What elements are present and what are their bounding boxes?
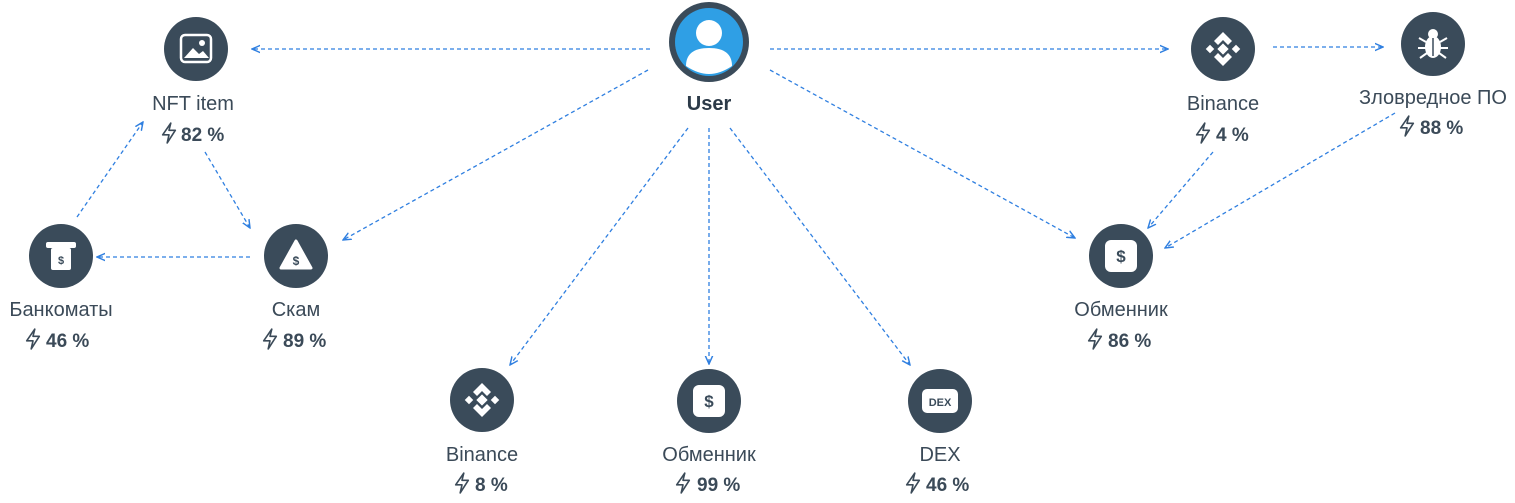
node-score: 82 % [181,125,224,146]
edge-nft-scam [204,151,250,228]
edge-user-exchanger-right [769,69,1075,238]
node-exchanger-bottom[interactable]: $ Обменник 99 % [662,369,756,496]
node-score: 4 % [1216,125,1249,146]
bolt-icon [1195,122,1211,144]
node-atm[interactable]: $ Банкоматы 46 % [9,224,113,352]
node-exchanger-right[interactable]: $ Обменник 86 % [1074,224,1168,352]
node-dex[interactable]: DEX DEX 46 % [905,369,972,496]
node-score: 86 % [1108,331,1151,352]
node-user[interactable]: User [669,2,749,115]
bolt-icon [454,472,470,494]
node-score: 88 % [1420,118,1463,139]
svg-text:DEX: DEX [929,397,952,409]
bolt-icon [905,472,921,494]
node-label: Обменник [1074,299,1168,321]
edge-atm-nft [76,122,143,218]
svg-text:$: $ [1116,247,1126,266]
bolt-icon [1399,115,1415,137]
node-score: 8 % [475,475,508,496]
node-label: DEX [919,444,960,466]
node-label: Binance [446,444,518,466]
node-label: Скам [272,299,321,321]
edges [76,47,1396,365]
node-label: Обменник [662,444,756,466]
svg-text:$: $ [58,255,64,267]
node-malware[interactable]: Зловредное ПО 88 % [1359,12,1507,139]
svg-text:$: $ [704,392,714,411]
node-label: Зловредное ПО [1359,87,1507,109]
bolt-icon [262,328,278,350]
edge-malware-exchanger-right [1165,112,1396,248]
image-icon [164,17,228,81]
node-score: 89 % [283,331,326,352]
node-binance-bottom[interactable]: Binance 8 % [446,368,518,496]
node-score: 46 % [926,475,969,496]
bolt-icon [1087,328,1103,350]
edge-user-dex [729,127,910,365]
node-binance-top[interactable]: Binance 4 % [1187,17,1259,146]
bolt-icon [161,122,177,144]
node-label: Банкоматы [9,299,112,321]
node-label: User [687,93,732,115]
node-score: 99 % [697,475,740,496]
bolt-icon [675,472,691,494]
edge-binance-exchanger-right [1148,151,1214,228]
node-label: Binance [1187,93,1259,115]
node-scam[interactable]: $ Скам 89 % [262,224,328,352]
node-nft-item[interactable]: NFT item 82 % [152,17,234,146]
node-score: 46 % [46,331,89,352]
node-label: NFT item [152,93,234,115]
edge-user-binance-bottom [510,127,689,365]
svg-text:$: $ [293,254,300,268]
bolt-icon [25,328,41,350]
edge-user-scam [343,69,649,240]
